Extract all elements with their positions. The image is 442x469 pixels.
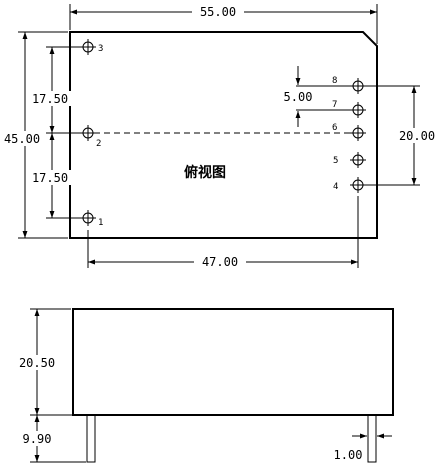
dim-left-lower: 17.50 [32,171,68,185]
pin-5 [350,152,366,168]
dim-pin-width-group: 1.00 [334,433,392,462]
pin-7 [350,102,366,118]
dim-right-span: 20.00 [399,129,435,143]
side-view: 20.50 9.90 1.00 [15,308,394,463]
dim-bottom-span: 47.00 [202,255,238,269]
dim-pin-length: 9.90 [23,432,52,446]
dim-pin-width: 1.00 [334,448,363,462]
dim-pin-pitch-group: 5.00 [284,66,350,127]
dim-pin-pitch: 5.00 [284,90,313,104]
side-view-body [72,308,394,416]
dim-pin-length-group: 9.90 [15,415,86,463]
dim-height-group: 45.00 [2,31,68,239]
pin-label-5: 5 [333,156,338,166]
top-view-label: 俯视图 [184,164,226,181]
dim-left-lower-group: 17.50 [30,133,82,219]
pin-label-6: 6 [332,123,337,133]
dim-width-group: 55.00 [69,4,378,44]
dim-body-height-group: 20.50 [15,308,86,416]
top-view-outline [69,31,378,239]
side-lead-left [86,414,96,463]
pin-label-2: 2 [96,139,101,149]
dim-left-upper: 17.50 [32,92,68,106]
dim-left-upper-group: 17.50 [30,46,82,134]
pin-label-3: 3 [98,44,103,54]
pin-label-8: 8 [332,76,337,86]
dim-width: 55.00 [200,5,236,19]
pin-3 [80,39,96,55]
side-lead-right [367,414,377,463]
pin-8 [350,78,366,94]
dim-body-height: 20.50 [19,356,55,370]
pin-1 [80,210,96,226]
pin-4 [350,177,366,193]
dim-bottom-span-group: 47.00 [87,196,359,269]
top-view: 55.00 45.00 17.50 17.50 [2,4,438,269]
pin-label-7: 7 [332,100,337,110]
pin-6 [350,125,366,141]
dim-right-span-group: 20.00 [366,85,438,186]
pin-label-1: 1 [98,218,103,228]
pin-label-4: 4 [333,182,338,192]
pin-2 [80,125,96,141]
dim-height: 45.00 [4,132,40,146]
